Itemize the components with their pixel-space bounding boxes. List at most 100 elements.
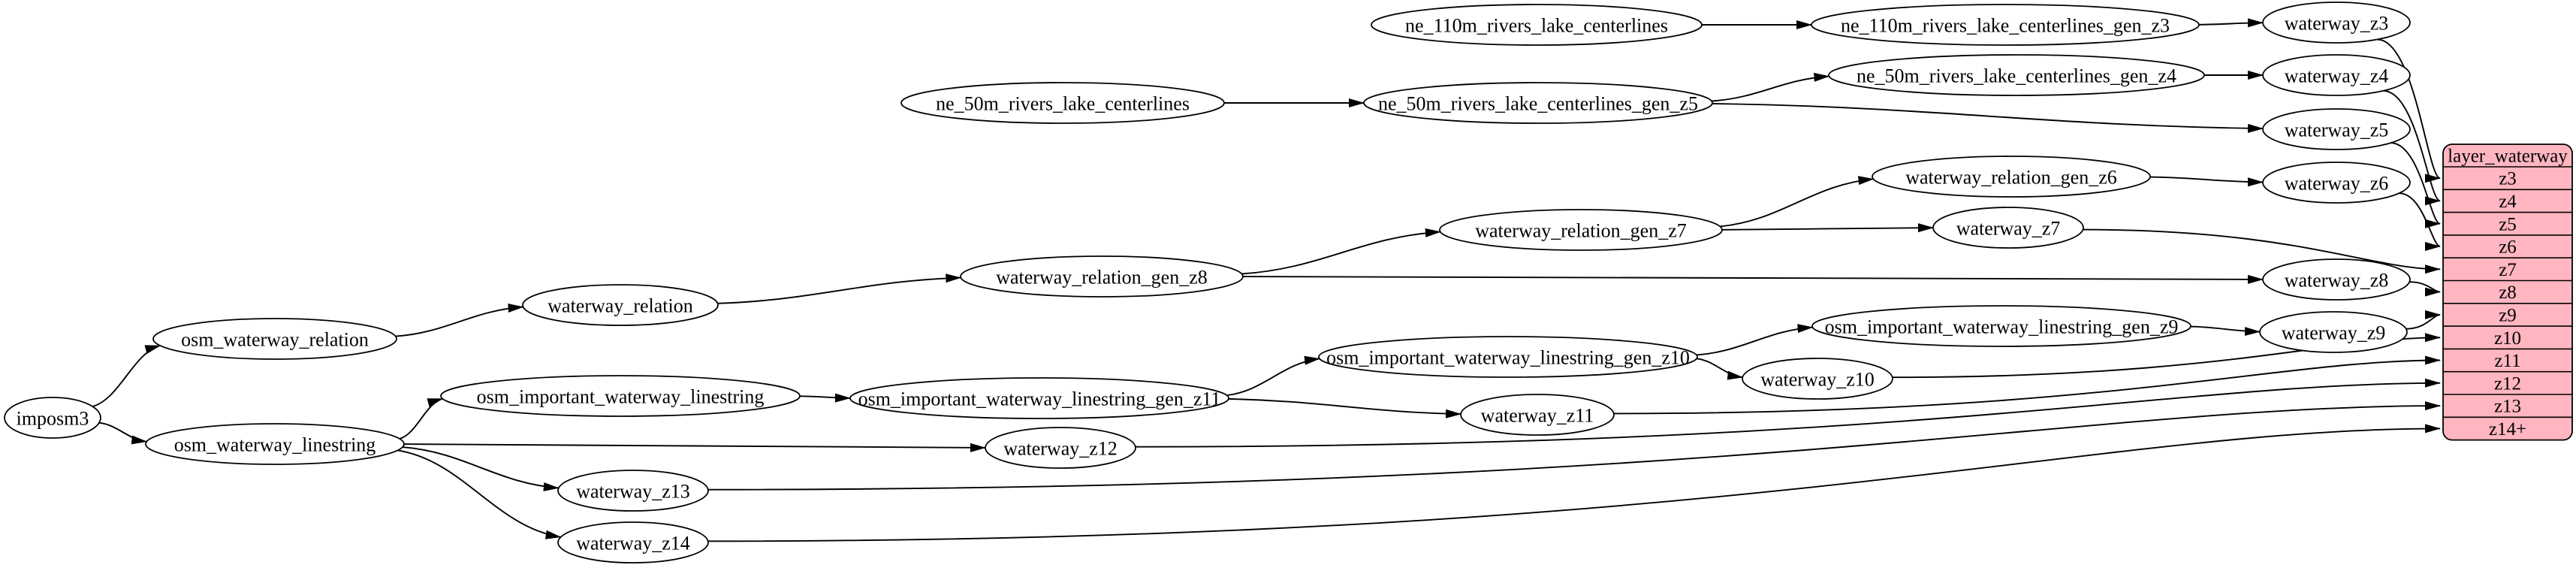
edge-osm_waterway_linestring-to-waterway_z13 bbox=[402, 446, 560, 491]
node-ellipse bbox=[1318, 336, 1698, 378]
table-row-z11: z11 bbox=[2494, 351, 2520, 371]
node-waterway_z9: waterway_z9 bbox=[2259, 311, 2408, 353]
node-ellipse bbox=[152, 318, 397, 360]
node-waterway_z7: waterway_z7 bbox=[1932, 207, 2084, 249]
node-osm_waterway_relation: osm_waterway_relation bbox=[152, 318, 397, 360]
edge-waterway_z11-to-layer_waterway-z11 bbox=[1613, 355, 2441, 415]
node-waterway_z4: waterway_z4 bbox=[2262, 54, 2411, 96]
table-row-z5: z5 bbox=[2499, 214, 2517, 234]
node-waterway_relation_gen_z8: waterway_relation_gen_z8 bbox=[960, 255, 1244, 298]
table-row-z14+: z14+ bbox=[2489, 419, 2526, 440]
node-label: ne_50m_rivers_lake_centerlines_gen_z5 bbox=[1378, 93, 1698, 115]
node-label: osm_waterway_relation bbox=[181, 329, 369, 351]
node-waterway_relation_gen_z7: waterway_relation_gen_z7 bbox=[1439, 209, 1723, 251]
node-ellipse bbox=[2262, 162, 2411, 204]
edge-waterway_relation_gen_z8-to-waterway_relation_gen_z7 bbox=[1241, 228, 1441, 275]
node-osm_important_waterway_linestring_gen_z9: osm_important_waterway_linestring_gen_z9 bbox=[1811, 305, 2191, 347]
node-label: osm_important_waterway_linestring bbox=[477, 386, 765, 408]
node-waterway_z10: waterway_z10 bbox=[1742, 358, 1893, 400]
node-label: waterway_z11 bbox=[1481, 405, 1594, 427]
edge-ne_50m_rivers_lake_centerlines_gen_z5-to-ne_50m_rivers_lake_centerlines_gen_z4 bbox=[1711, 72, 1830, 102]
table-row-z10: z10 bbox=[2494, 328, 2521, 349]
table-title: layer_waterway bbox=[2448, 147, 2568, 167]
edge-waterway_z4-to-layer_waterway-z4 bbox=[2383, 89, 2441, 206]
edge-waterway_relation_gen_z6-to-waterway_z6 bbox=[2149, 176, 2264, 187]
node-waterway_z3: waterway_z3 bbox=[2262, 2, 2411, 44]
node-waterway_z12: waterway_z12 bbox=[985, 427, 1136, 469]
node-waterway_z11: waterway_z11 bbox=[1460, 394, 1615, 436]
edge-osm_important_waterway_linestring_gen_z11-to-waterway_z11 bbox=[1228, 398, 1462, 418]
node-ellipse bbox=[145, 423, 405, 465]
edge-osm_important_waterway_linestring-to-osm_important_waterway_linestring_gen_z11 bbox=[799, 393, 851, 403]
node-ellipse bbox=[849, 377, 1229, 419]
edge-imposm3-to-osm_waterway_relation bbox=[92, 345, 161, 407]
node-ellipse bbox=[557, 521, 709, 563]
node-ne_50m_rivers_lake_centerlines: ne_50m_rivers_lake_centerlines bbox=[900, 82, 1225, 124]
node-label: waterway_z12 bbox=[1003, 438, 1118, 460]
node-ne_50m_rivers_lake_centerlines_gen_z4: ne_50m_rivers_lake_centerlines_gen_z4 bbox=[1828, 54, 2205, 96]
table-row-z9: z9 bbox=[2499, 305, 2517, 325]
node-ellipse bbox=[960, 255, 1244, 298]
node-ellipse bbox=[1828, 54, 2205, 96]
edges bbox=[92, 18, 2441, 542]
node-label: waterway_relation bbox=[547, 295, 692, 317]
edge-waterway_z8-to-layer_waterway-z8 bbox=[2409, 281, 2441, 297]
node-ellipse bbox=[1872, 156, 2151, 198]
node-waterway_relation_gen_z6: waterway_relation_gen_z6 bbox=[1872, 156, 2151, 198]
node-label: waterway_z9 bbox=[2282, 322, 2386, 344]
node-label: waterway_relation_gen_z8 bbox=[996, 267, 1208, 289]
node-label: osm_waterway_linestring bbox=[174, 434, 376, 456]
node-ellipse bbox=[1439, 209, 1723, 251]
node-waterway_z6: waterway_z6 bbox=[2262, 162, 2411, 204]
node-label: ne_50m_rivers_lake_centerlines_gen_z4 bbox=[1857, 65, 2176, 87]
edge-waterway_z3-to-layer_waterway-z3 bbox=[2377, 38, 2441, 183]
edge-osm_waterway_linestring-to-waterway_z14 bbox=[397, 449, 562, 539]
node-label: waterway_relation_gen_z7 bbox=[1475, 220, 1687, 242]
node-waterway_relation: waterway_relation bbox=[522, 284, 719, 326]
edge-waterway_z6-to-layer_waterway-z6 bbox=[2399, 192, 2441, 251]
node-label: waterway_relation_gen_z6 bbox=[1905, 167, 2117, 189]
node-ellipse bbox=[2262, 54, 2411, 96]
edge-waterway_relation_gen_z7-to-waterway_relation_gen_z6 bbox=[1720, 176, 1875, 228]
edge-waterway_z14-to-layer_waterway-z14+ bbox=[707, 424, 2441, 542]
edge-imposm3-to-osm_waterway_linestring bbox=[98, 421, 148, 445]
node-label: waterway_z8 bbox=[2285, 270, 2389, 292]
node-ellipse bbox=[1742, 358, 1893, 400]
node-imposm3: imposm3 bbox=[4, 397, 101, 439]
nodes: imposm3 osm_waterway_relation osm_waterway… bbox=[4, 2, 2411, 563]
node-ellipse bbox=[2259, 311, 2408, 353]
node-label: waterway_z3 bbox=[2285, 13, 2389, 35]
node-ellipse bbox=[1932, 207, 2084, 249]
node-label: waterway_z7 bbox=[1956, 218, 2061, 240]
node-ellipse bbox=[557, 470, 709, 512]
edge-ne_50m_rivers_lake_centerlines_gen_z5-to-waterway_z5 bbox=[1712, 103, 2264, 133]
node-ellipse bbox=[1363, 82, 1713, 124]
node-label: waterway_z14 bbox=[576, 533, 690, 554]
node-osm_important_waterway_linestring_gen_z11: osm_important_waterway_linestring_gen_z1… bbox=[849, 377, 1229, 419]
node-ellipse bbox=[440, 375, 801, 417]
node-ellipse bbox=[1460, 394, 1615, 436]
node-ellipse bbox=[1371, 4, 1703, 46]
edge-osm_important_waterway_linestring_gen_z10-to-osm_important_waterway_linestring_gen_z9 bbox=[1696, 324, 1814, 356]
edge-osm_important_waterway_linestring_gen_z9-to-waterway_z9 bbox=[2190, 325, 2261, 337]
node-ellipse bbox=[985, 427, 1136, 469]
node-waterway_z13: waterway_z13 bbox=[557, 470, 709, 512]
table-row-z8: z8 bbox=[2499, 282, 2517, 303]
node-label: ne_110m_rivers_lake_centerlines_gen_z3 bbox=[1841, 15, 2170, 37]
node-ellipse bbox=[4, 397, 101, 439]
node-label: osm_important_waterway_linestring_gen_z9 bbox=[1825, 316, 2179, 338]
node-osm_waterway_linestring: osm_waterway_linestring bbox=[145, 423, 405, 465]
node-ne_110m_rivers_lake_centerlines: ne_110m_rivers_lake_centerlines bbox=[1371, 4, 1703, 46]
node-ellipse bbox=[900, 82, 1225, 124]
node-ellipse bbox=[2262, 2, 2411, 44]
table-row-z12: z12 bbox=[2494, 373, 2521, 394]
node-osm_important_waterway_linestring: osm_important_waterway_linestring bbox=[440, 375, 801, 417]
edge-waterway_z13-to-layer_waterway-z13 bbox=[707, 401, 2441, 491]
node-label: imposm3 bbox=[17, 408, 89, 430]
node-waterway_z5: waterway_z5 bbox=[2262, 108, 2411, 150]
node-label: waterway_z13 bbox=[576, 481, 690, 503]
node-label: ne_50m_rivers_lake_centerlines bbox=[936, 93, 1190, 115]
edge-waterway_relation_gen_z8-to-waterway_z8 bbox=[1242, 274, 2264, 284]
node-label: osm_important_waterway_linestring_gen_z1… bbox=[1326, 347, 1690, 369]
